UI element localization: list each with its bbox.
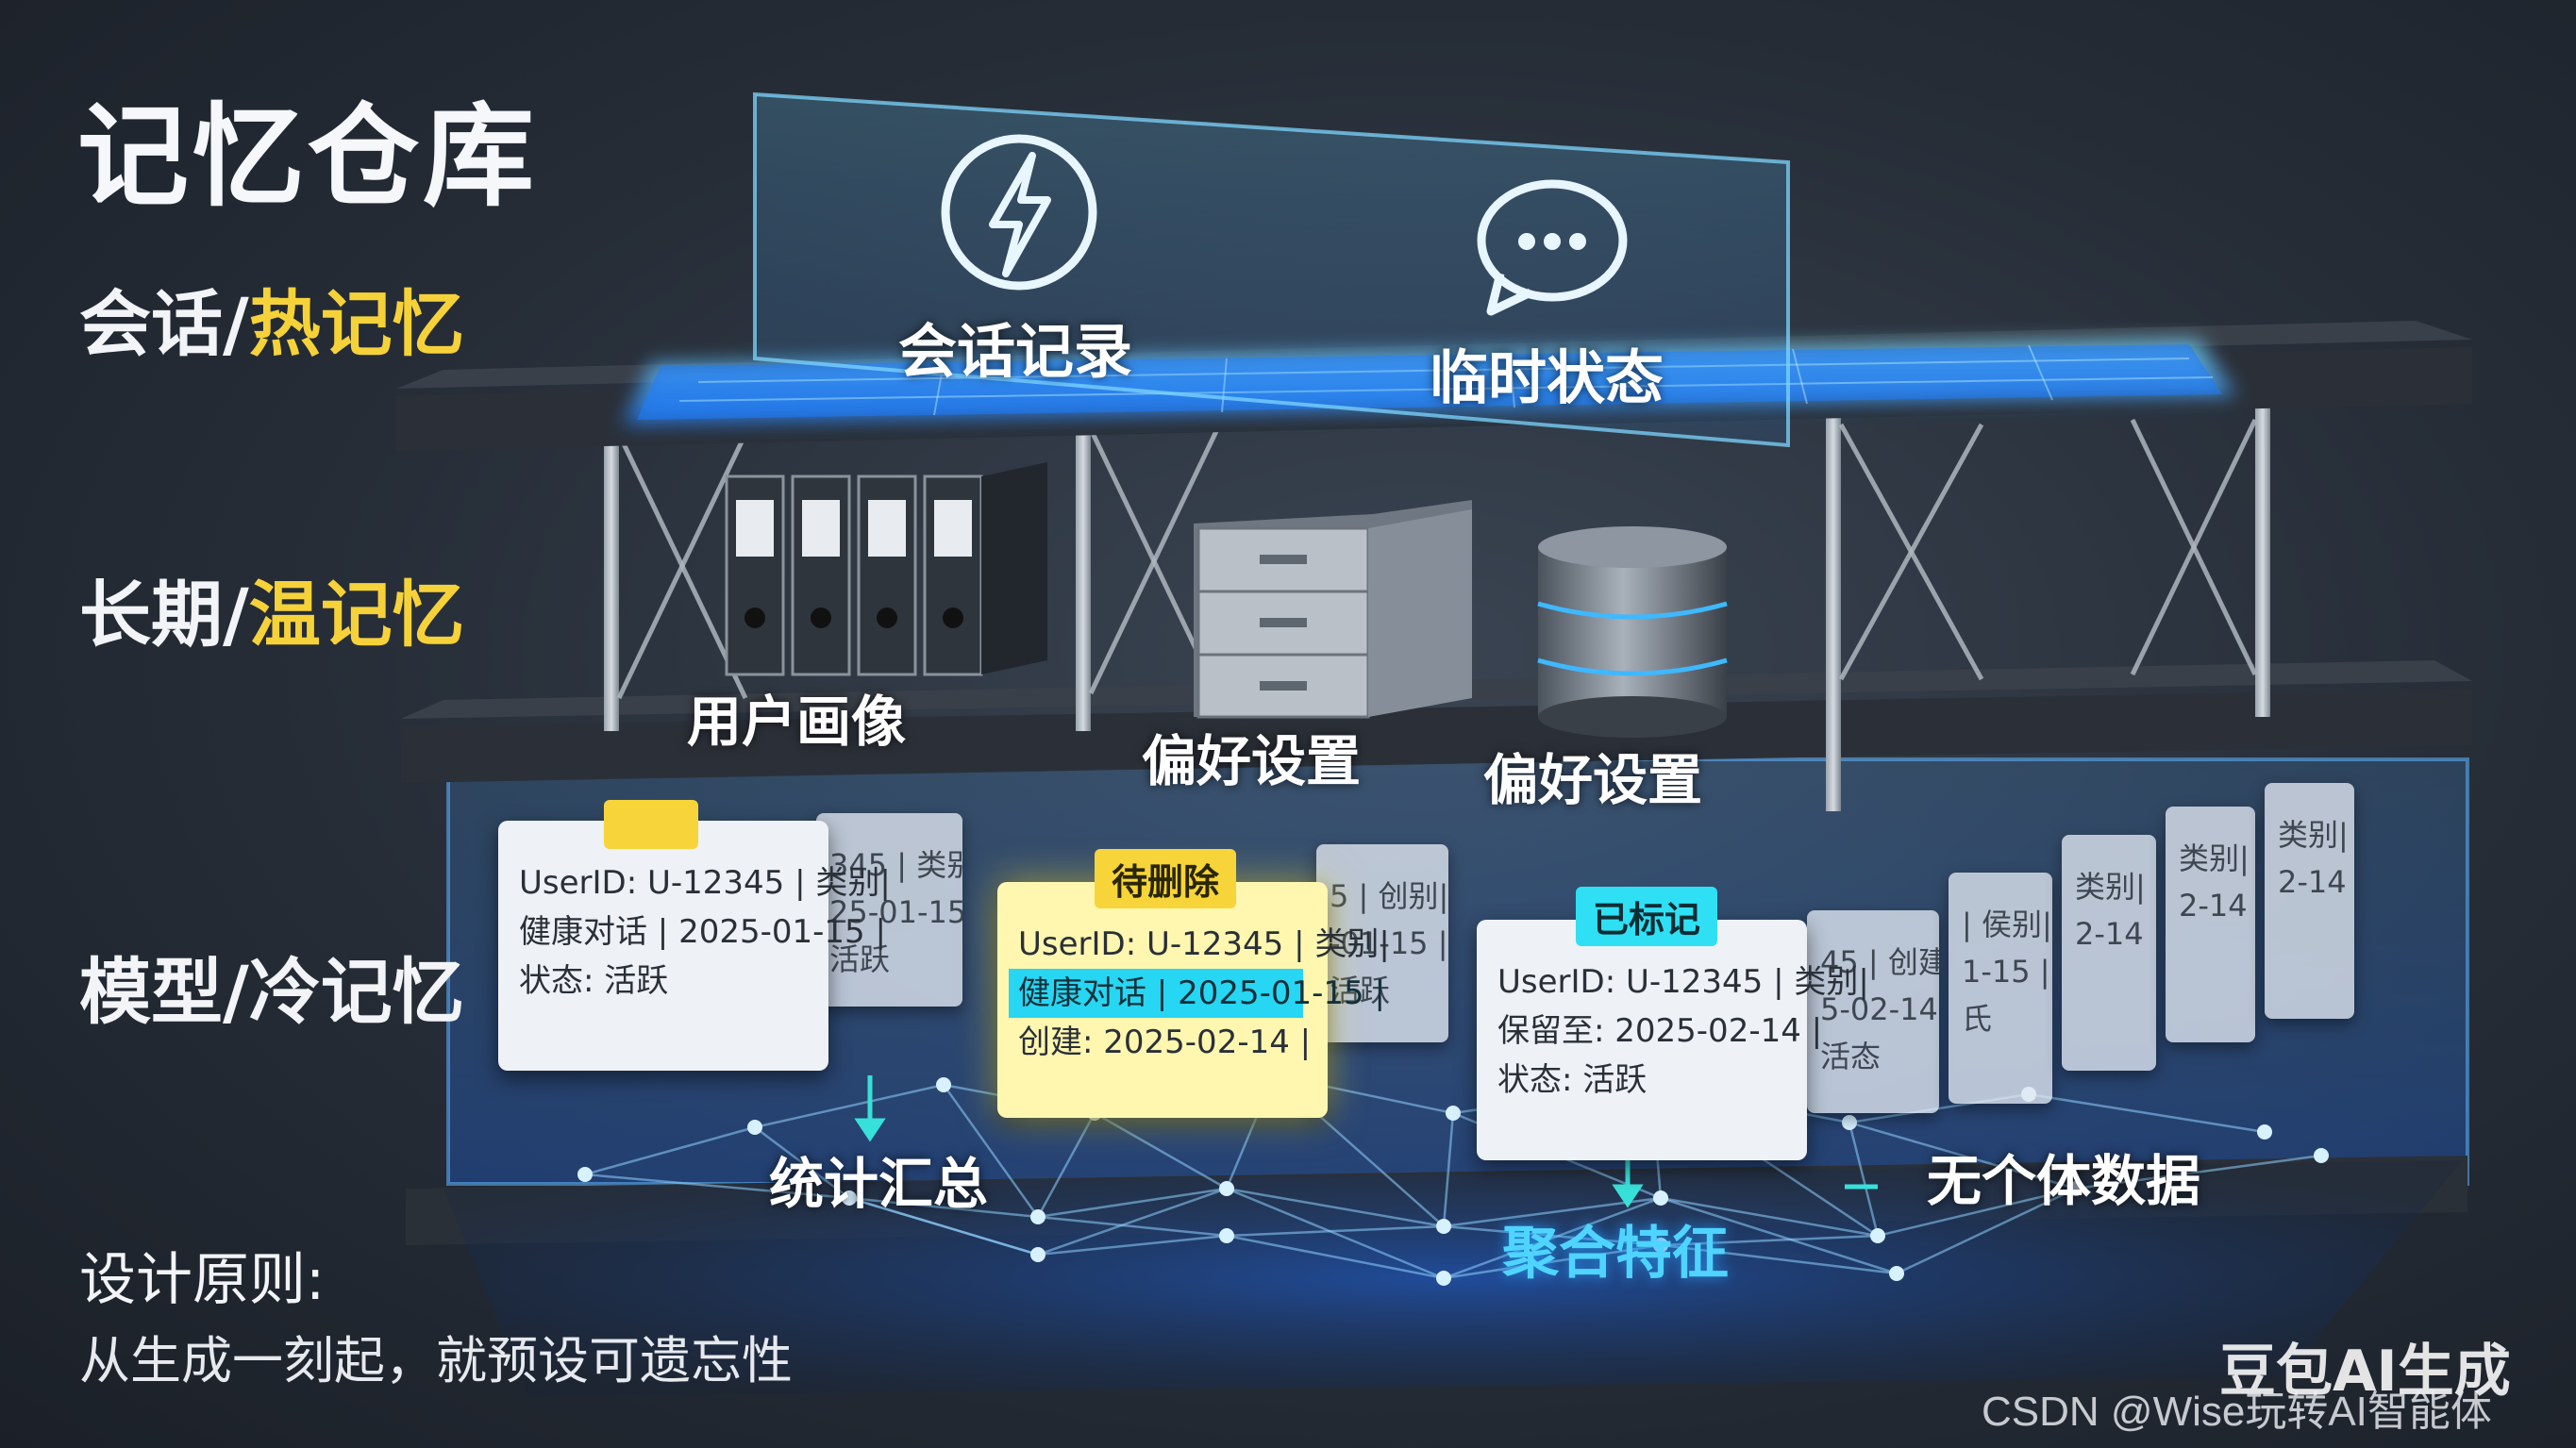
page-title: 记忆仓库: [77, 66, 538, 227]
tier-hot-highlight: 热记忆: [249, 282, 464, 366]
tier-cold-prefix: 模型/: [79, 950, 249, 1034]
card-line: 创建: 2025-02-14 |: [1018, 1018, 1303, 1067]
tier-cold-highlight: 冷记忆: [249, 950, 464, 1034]
card-line: UserID: U-12345 | 类别|: [1497, 957, 1782, 1007]
card-line: 状态: 活跃: [1497, 1056, 1782, 1105]
label-aggregate-features: 聚合特征: [1502, 1207, 1729, 1290]
record-card-pending-delete: UserID: U-12345 | 类别| 健康对话 | 2025-01-15 …: [997, 882, 1328, 1118]
tier-cold-label: 模型/冷记忆: [79, 934, 464, 1038]
ghost-card: 类别| 2-14 |: [2265, 783, 2354, 1019]
card-line: UserID: U-12345 | 类别|: [1018, 920, 1303, 969]
principle-title: 设计原则:: [79, 1234, 325, 1316]
card-line: 状态: 活跃: [519, 957, 804, 1006]
card-line-highlighted: 健康对话 | 2025-01-15 |: [1009, 969, 1303, 1018]
tier-hot-prefix: 会话/: [79, 282, 249, 366]
tier-hot-label: 会话/热记忆: [79, 266, 464, 370]
ghost-card: 345 | 类别| 25-01-15 | 活跃: [816, 813, 962, 1007]
ghost-card: 45 | 创建: 5-02-14 | 活态: [1807, 910, 1939, 1113]
warm-item-preferences-2: 偏好设置: [1483, 736, 1702, 815]
watermark-credit: CSDN @Wise玩转AI智能体: [1982, 1377, 2492, 1438]
card-tab-pending-delete: 待删除: [1095, 849, 1236, 908]
card-line: UserID: U-12345 | 类别|: [519, 858, 804, 907]
hot-item-temp-state: 临时状态: [1430, 330, 1664, 415]
card-line: 保留至: 2025-02-14 |: [1497, 1007, 1782, 1056]
tier-warm-highlight: 温记忆: [249, 573, 464, 657]
record-card-active: UserID: U-12345 | 类别| 健康对话 | 2025-01-15 …: [498, 821, 828, 1071]
principle-body: 从生成一刻起，就预设可遗忘性: [79, 1319, 793, 1393]
warm-item-preferences-1: 偏好设置: [1142, 717, 1361, 796]
tier-warm-label: 长期/温记忆: [79, 557, 464, 660]
cabinet-icon: [1194, 500, 1472, 717]
warm-item-user-profile: 用户画像: [687, 677, 906, 757]
card-tab-blank: [604, 800, 698, 849]
binders-icon: [727, 462, 1047, 674]
card-line: 健康对话 | 2025-01-15 |: [519, 907, 804, 957]
ghost-card: 类别| 2-14 |: [2062, 835, 2156, 1071]
database-icon: [1538, 526, 1727, 738]
record-card-marked: UserID: U-12345 | 类别| 保留至: 2025-02-14 | …: [1477, 920, 1807, 1160]
label-stats-summary: 统计汇总: [769, 1140, 988, 1219]
hot-item-session-record: 会话记录: [898, 304, 1132, 389]
ghost-card: | 侯别| 1-15 | 氏: [1949, 873, 2052, 1104]
tier-warm-prefix: 长期/: [79, 573, 249, 657]
card-tab-marked: 已标记: [1576, 887, 1717, 946]
ghost-card: 类别| 2-14 |: [2166, 807, 2255, 1042]
label-no-individual-data: 无个体数据: [1927, 1137, 2200, 1216]
